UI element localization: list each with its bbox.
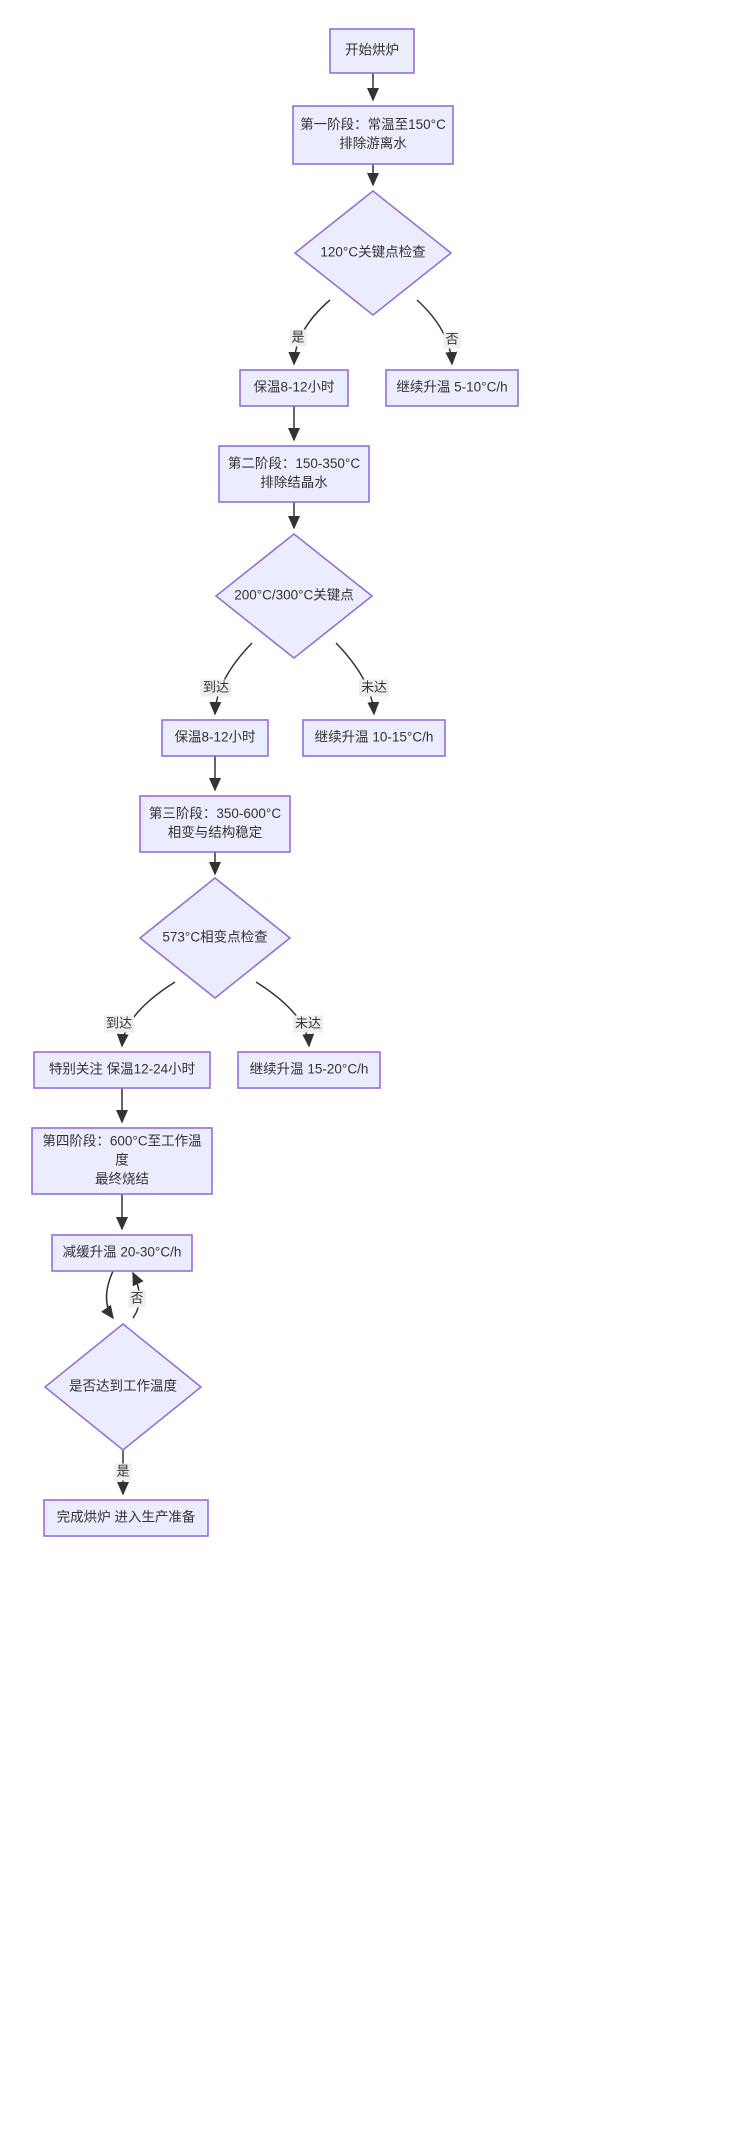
edge-label-text: 是: [116, 1463, 129, 1478]
edge-labels-layer: 是否到达未达到达未达否是: [104, 329, 461, 1481]
node-label-ramp1: 继续升温 5-10°C/h: [396, 380, 507, 395]
edge-check120-to-ramp1: [416, 299, 458, 366]
edge-label-check573-to-ramp3: 未达: [293, 1015, 323, 1033]
node-shape-rect: [33, 1051, 211, 1089]
edge-label-background: [104, 1015, 134, 1033]
node-label-stage3: 第三阶段：350-600°C: [149, 805, 281, 821]
node-checkwork[interactable]: 是否达到工作温度: [43, 1322, 203, 1452]
node-shape-rect: [43, 1499, 209, 1537]
node-label-stage4: 第四阶段：600°C至工作温: [42, 1133, 201, 1149]
node-shape-rect: [161, 719, 269, 757]
edge-label-check573-to-hold3: 到达: [104, 1015, 134, 1033]
node-label-stage4: 度: [115, 1153, 129, 1168]
node-shape-rect: [51, 1234, 193, 1272]
edge-check200-to-ramp2: [335, 642, 380, 716]
node-label-start: 开始烘炉: [345, 43, 399, 58]
node-label-stage1: 第一阶段：常温至150°C: [300, 116, 446, 132]
node-shape-rect: [237, 1051, 381, 1089]
node-shape-rect: [139, 795, 291, 853]
node-label-stage2: 第二阶段：150-350°C: [228, 455, 360, 471]
node-label-stage3: 相变与结构稳定: [168, 825, 263, 840]
node-ramp1[interactable]: 继续升温 5-10°C/h: [385, 369, 519, 407]
node-shape-rect: [292, 105, 454, 165]
edge-label-check120-to-hold1: 是: [289, 329, 307, 347]
node-shape-rect: [385, 369, 519, 407]
edge-check573-to-hold3: [116, 981, 176, 1048]
edge-label-text: 未达: [295, 1015, 321, 1030]
node-shape-rect: [239, 369, 349, 407]
edge-label-check200-to-hold2: 到达: [201, 679, 231, 697]
node-label-check573: 573°C相变点检查: [162, 930, 268, 945]
node-stage3[interactable]: 第三阶段：350-600°C 相变与结构稳定: [139, 795, 291, 853]
edge-label-background: [114, 1463, 132, 1481]
node-label-hold2: 保温8-12小时: [174, 730, 255, 745]
node-label-stage1: 排除游离水: [339, 135, 407, 151]
edge-label-text: 到达: [203, 679, 229, 694]
node-hold2[interactable]: 保温8-12小时: [161, 719, 269, 757]
edge-label-background: [201, 679, 231, 697]
node-label-ramp2: 继续升温 10-15°C/h: [315, 730, 434, 745]
node-label-finish: 完成烘炉 进入生产准备: [57, 1509, 196, 1525]
node-start[interactable]: 开始烘炉: [329, 28, 415, 74]
edge-label-checkwork-to-finish: 是: [114, 1463, 132, 1481]
edge-label-text: 否: [130, 1290, 143, 1305]
node-label-ramp3: 继续升温 15-20°C/h: [250, 1062, 369, 1077]
node-hold1[interactable]: 保温8-12小时: [239, 369, 349, 407]
node-ramp3[interactable]: 继续升温 15-20°C/h: [237, 1051, 381, 1089]
edge-label-check120-to-ramp1: 否: [443, 331, 461, 349]
edge-check573-to-ramp3: [255, 981, 315, 1048]
node-stage1[interactable]: 第一阶段：常温至150°C 排除游离水: [292, 105, 454, 165]
node-slowramp[interactable]: 减缓升温 20-30°C/h: [51, 1234, 193, 1272]
edge-label-text: 到达: [106, 1015, 132, 1030]
edge-label-background: [128, 1290, 146, 1308]
node-shape-diamond: [293, 189, 453, 317]
edge-label-text: 是: [291, 329, 304, 344]
node-label-hold1: 保温8-12小时: [253, 380, 334, 395]
node-stage2[interactable]: 第二阶段：150-350°C 排除结晶水: [218, 445, 370, 503]
node-label-stage4: 最终烧结: [95, 1172, 149, 1187]
node-label-check200: 200°C/300°C关键点: [234, 588, 354, 603]
edge-label-background: [443, 331, 461, 349]
edge-check200-to-hold2: [209, 642, 253, 716]
node-label-checkwork: 是否达到工作温度: [69, 1379, 177, 1394]
edge-label-background: [289, 329, 307, 347]
node-check200[interactable]: 200°C/300°C关键点: [214, 532, 374, 660]
node-check573[interactable]: 573°C相变点检查: [138, 876, 292, 1000]
edge-slowramp-to-checkwork: [101, 1270, 114, 1320]
node-shape-diamond: [43, 1322, 203, 1452]
edge-label-text: 未达: [361, 679, 387, 694]
node-finish[interactable]: 完成烘炉 进入生产准备: [43, 1499, 209, 1537]
edge-label-checkwork-to-slowramp: 否: [128, 1290, 146, 1308]
node-label-hold3: 特别关注 保温12-24小时: [49, 1062, 195, 1077]
node-shape-rect: [302, 719, 446, 757]
edge-label-check200-to-ramp2: 未达: [359, 679, 389, 697]
node-shape-diamond: [138, 876, 292, 1000]
node-ramp2[interactable]: 继续升温 10-15°C/h: [302, 719, 446, 757]
node-check120[interactable]: 120°C关键点检查: [293, 189, 453, 317]
edge-label-background: [359, 679, 389, 697]
node-label-check120: 120°C关键点检查: [320, 245, 426, 260]
edge-label-background: [293, 1015, 323, 1033]
node-shape-rect: [329, 28, 415, 74]
node-label-slowramp: 减缓升温 20-30°C/h: [63, 1245, 182, 1260]
node-shape-rect: [218, 445, 370, 503]
node-hold3[interactable]: 特别关注 保温12-24小时: [33, 1051, 211, 1089]
edge-label-text: 否: [445, 331, 458, 346]
node-shape-diamond: [214, 532, 374, 660]
node-label-stage2: 排除结晶水: [260, 475, 328, 490]
node-shape-rect: [31, 1127, 213, 1195]
